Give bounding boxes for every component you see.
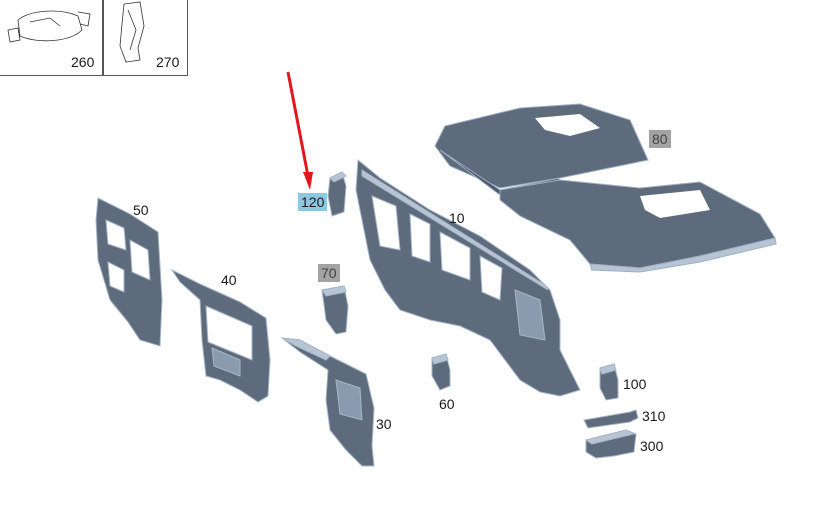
part-50-shape: [95, 197, 163, 347]
callout-300[interactable]: 300: [640, 438, 664, 454]
callout-80[interactable]: 80: [649, 130, 671, 148]
inset-label-270: 270: [156, 54, 180, 70]
part-30-shape: [280, 337, 375, 467]
callout-120-selected[interactable]: 120: [298, 193, 328, 211]
part-310-shape: [583, 409, 639, 429]
red-arrow-icon: [286, 71, 313, 190]
part-80-shape: [434, 103, 777, 273]
part-70-shape: [321, 285, 349, 335]
part-60-shape: [431, 353, 451, 391]
part-300-shape: [584, 429, 637, 459]
callout-310[interactable]: 310: [642, 408, 666, 424]
callout-10[interactable]: 10: [449, 210, 465, 226]
inset-270-box[interactable]: [102, 0, 188, 76]
inset-260-box[interactable]: [0, 0, 104, 76]
inset-label-260: 260: [71, 54, 95, 70]
inset-260-sketch: [7, 10, 91, 43]
callout-30[interactable]: 30: [376, 416, 392, 432]
part-120-shape: [327, 171, 347, 217]
callout-100[interactable]: 100: [623, 376, 647, 392]
callout-40[interactable]: 40: [221, 272, 237, 288]
part-10-shape: [355, 158, 581, 397]
callout-70[interactable]: 70: [318, 264, 340, 282]
callout-60[interactable]: 60: [439, 396, 455, 412]
part-100-shape: [599, 363, 619, 401]
inset-270-sketch: [119, 1, 145, 63]
callout-50[interactable]: 50: [133, 202, 149, 218]
part-40-shape: [170, 268, 271, 403]
